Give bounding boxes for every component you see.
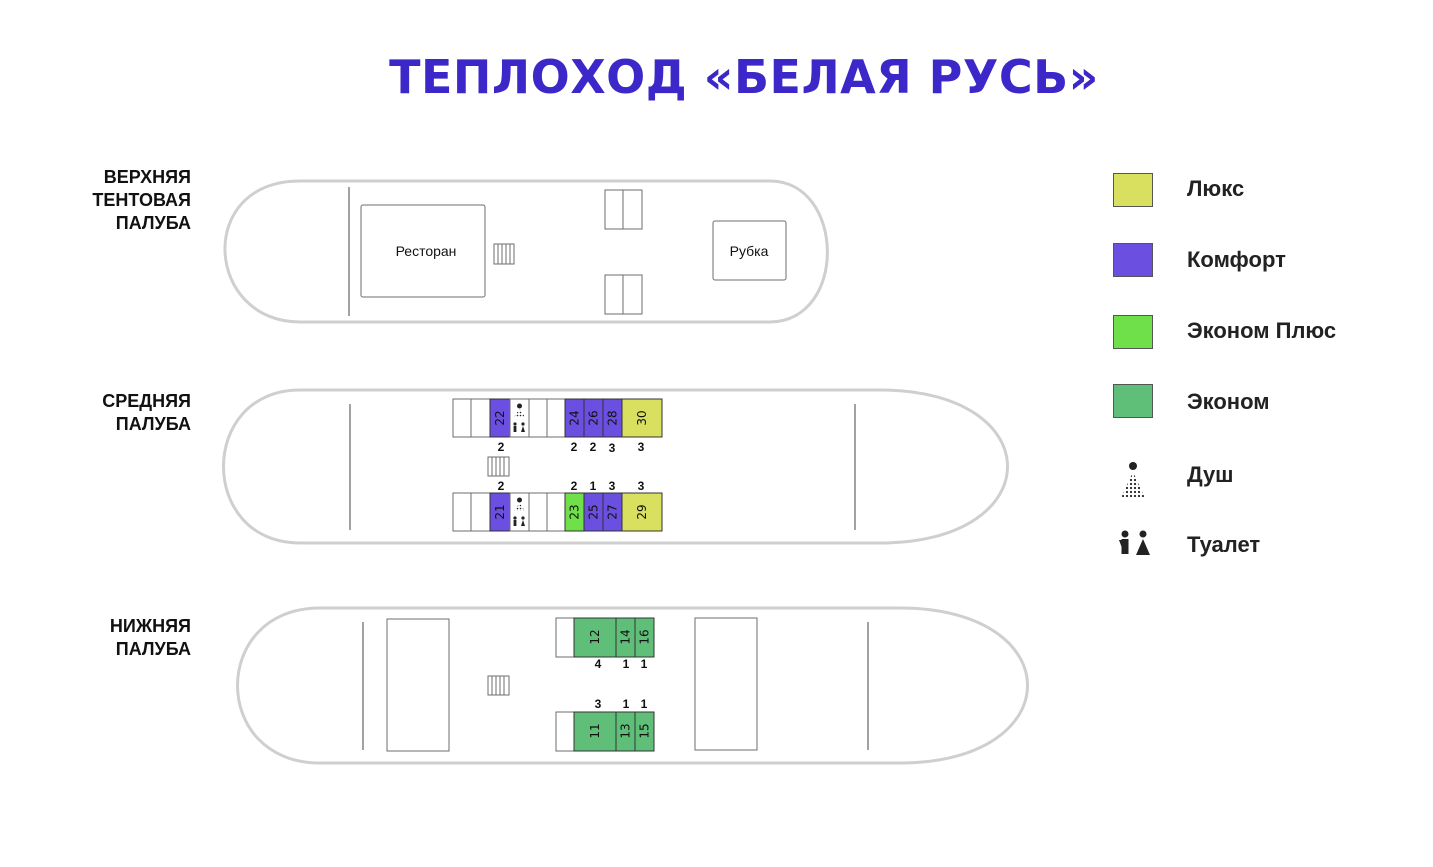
upper-hatch-bottom	[604, 274, 643, 315]
legend-label-lux: Люкс	[1187, 176, 1245, 201]
cabin-29[interactable]	[621, 492, 663, 532]
cabin-13-number: 13	[619, 723, 633, 738]
cabin-27-number: 27	[606, 504, 620, 519]
middle-service-room	[546, 492, 566, 532]
middle-service-room	[452, 398, 472, 438]
cabin-14-berths: 1	[623, 657, 630, 671]
lower-service-room	[555, 617, 575, 658]
cabin-26-number: 26	[587, 410, 601, 425]
shower-icon	[514, 403, 525, 417]
cabin-16-berths: 1	[641, 657, 648, 671]
middle-service-room	[528, 492, 548, 532]
toilet-icon	[1119, 530, 1150, 555]
page-title: ТЕПЛОХОД «БЕЛАЯ РУСЬ»	[389, 50, 1099, 104]
cabin-23-number: 23	[568, 504, 582, 519]
cabin-11-berths: 3	[595, 697, 602, 711]
cabin-28-berths: 3	[609, 441, 616, 455]
middle-deck-hull	[222, 388, 1009, 545]
cabin-26-berths: 2	[590, 440, 597, 454]
middle-service-room	[546, 398, 566, 438]
middle-deck: 22 24 26 28 30 2 2 2 3 3	[222, 388, 1009, 545]
cabin-15[interactable]	[634, 711, 655, 752]
cabin-22-berths: 2	[498, 440, 505, 454]
cabin-15-berths: 1	[641, 697, 648, 711]
lower-hold-bow	[694, 617, 758, 751]
legend-label-economy: Эконом	[1187, 389, 1270, 414]
legend-swatch-lux	[1113, 173, 1153, 207]
cabin-28-number: 28	[606, 410, 620, 425]
middle-stairs	[487, 456, 510, 477]
cabin-14-number: 14	[619, 629, 633, 644]
cabin-11-number: 11	[588, 723, 602, 738]
legend-label-toilet: Туалет	[1187, 532, 1261, 557]
toilet-icon	[513, 516, 525, 526]
middle-service-room	[452, 492, 472, 532]
cabin-15-number: 15	[638, 723, 652, 738]
wheelhouse-room	[712, 220, 787, 281]
cabin-25-berths: 1	[590, 479, 597, 493]
cabin-21-berths: 2	[498, 479, 505, 493]
cabin-30[interactable]	[621, 398, 663, 438]
cabin-13-berths: 1	[623, 697, 630, 711]
deck-label-lower: НИЖНЯЯ ПАЛУБА	[109, 616, 191, 659]
lower-stairs	[487, 675, 510, 696]
upper-stairs	[493, 243, 515, 265]
legend-swatch-comfort	[1113, 243, 1153, 277]
upper-deck: Ресторан Рубка	[223, 179, 829, 324]
legend-label-shower: Душ	[1187, 462, 1234, 487]
cabin-25-number: 25	[587, 504, 601, 519]
cabin-21-number: 21	[493, 504, 507, 519]
deck-label-upper: ВЕРХНЯЯ ТЕНТОВАЯ ПАЛУБА	[92, 167, 191, 233]
legend-label-comfort: Комфорт	[1187, 247, 1286, 272]
upper-hatch-top	[604, 189, 643, 230]
legend-label-economy-plus: Эконом Плюс	[1187, 318, 1337, 343]
cabin-16-number: 16	[638, 629, 652, 644]
lower-hold-aft	[386, 618, 450, 752]
legend-swatch-economy	[1113, 384, 1153, 418]
shower-icon	[514, 497, 525, 511]
middle-service-room	[528, 398, 548, 438]
cabin-30-number: 30	[635, 410, 649, 425]
wheelhouse-label: Рубка	[730, 243, 769, 259]
cabin-12-berths: 4	[595, 657, 602, 671]
cabin-22-number: 22	[493, 410, 507, 425]
restaurant-room	[360, 204, 486, 298]
cabin-27-berths: 3	[609, 479, 616, 493]
cabin-23-berths: 2	[571, 479, 578, 493]
cabin-29-berths: 3	[638, 479, 645, 493]
cabin-24-number: 24	[568, 410, 582, 425]
toilet-icon	[513, 422, 525, 432]
cabin-12-number: 12	[588, 629, 602, 644]
deck-label-middle: СРЕДНЯЯ ПАЛУБА	[102, 391, 191, 434]
middle-service-room	[470, 398, 491, 438]
cabin-29-number: 29	[635, 504, 649, 519]
middle-service-room	[470, 492, 491, 532]
cabin-24-berths: 2	[571, 440, 578, 454]
shower-icon	[1121, 462, 1145, 498]
lower-service-room	[555, 711, 575, 752]
cabin-12[interactable]	[573, 617, 617, 658]
cabin-16[interactable]	[634, 617, 655, 658]
cabin-30-berths: 3	[638, 440, 645, 454]
legend-swatch-economy-plus	[1113, 315, 1153, 349]
lower-deck: 12 14 16 4 1 1 3 1 1 11 13 15	[236, 606, 1029, 765]
restaurant-label: Ресторан	[396, 243, 457, 259]
